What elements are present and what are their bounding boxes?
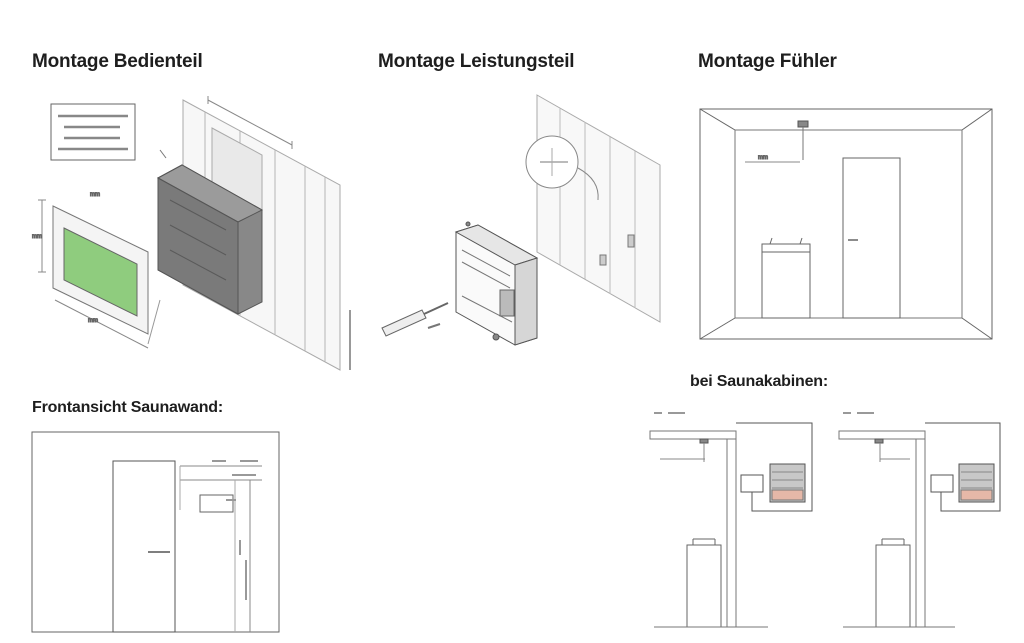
heading-frontansicht-saunawand: Frontansicht Saunawand: <box>32 399 223 416</box>
control-unit-left <box>740 474 764 493</box>
fuehler-drawing: mm <box>699 108 993 340</box>
svg-text:mm: mm <box>758 155 768 161</box>
heading-montage-bedienteil: Montage Bedienteil <box>32 51 203 72</box>
svg-text:mm: mm <box>90 192 100 198</box>
heater-right <box>875 544 911 628</box>
sauna-heater <box>761 243 811 319</box>
heading-montage-fuehler: Montage Fühler <box>698 51 837 72</box>
leistungsteil-drawing <box>381 94 661 346</box>
frontansicht-drawing <box>31 431 280 633</box>
front-control-unit <box>199 494 234 513</box>
control-panel-screen <box>63 227 138 317</box>
svg-text:mm: mm <box>88 318 98 324</box>
bedienteil-dimension-box <box>50 103 136 161</box>
control-unit-right <box>930 474 954 493</box>
heading-bei-saunakabinen: bei Saunakabinen: <box>690 373 828 390</box>
screwdriver <box>381 309 427 337</box>
saunakabinen-drawing-right <box>838 412 1001 628</box>
heading-montage-leistungsteil: Montage Leistungsteil <box>378 51 575 72</box>
saunakabinen-drawing-left <box>649 412 813 628</box>
heater-left <box>686 544 722 628</box>
room-outer-frame <box>699 108 993 340</box>
front-door <box>112 460 176 633</box>
svg-text:mm: mm <box>32 234 42 240</box>
bedienteil-drawing: mm mm mm <box>32 96 351 371</box>
temperature-sensor <box>797 120 809 128</box>
sauna-door <box>842 157 901 319</box>
